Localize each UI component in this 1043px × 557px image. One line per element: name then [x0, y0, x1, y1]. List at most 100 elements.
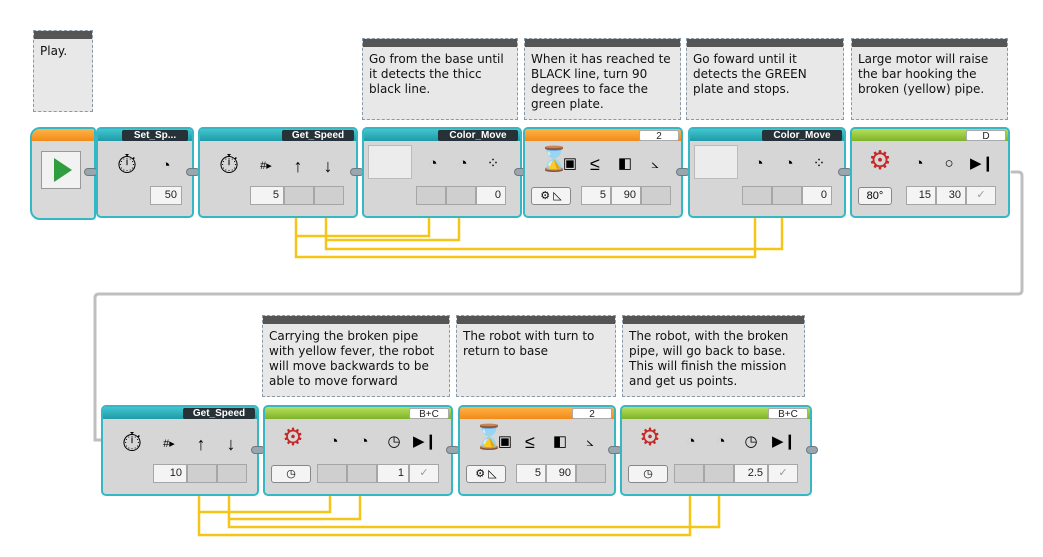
- input-slot[interactable]: [416, 186, 446, 205]
- stopwatch-icon: ⏱: [121, 427, 143, 457]
- comment-large-motor[interactable]: Large motor will raise the bar hooking t…: [851, 38, 1008, 120]
- get-speed-block[interactable]: Get_Speed ⏱ #▸ ↑ ↓ 5: [198, 127, 358, 218]
- gyro-sensor-icon: ▣: [562, 155, 578, 172]
- brake-checkbox[interactable]: ✓: [409, 464, 439, 483]
- seconds-icon: ◷: [387, 433, 401, 450]
- comment-carrying-pipe[interactable]: Carrying the broken pipe with yellow fev…: [262, 315, 450, 397]
- large-motor-block[interactable]: D ⚙ ◔ ○ ▶❙ 80° 15 30 ✓: [850, 127, 1010, 218]
- input-slot[interactable]: [704, 464, 734, 483]
- color-input[interactable]: 0: [476, 186, 506, 205]
- rotation-icon: ○: [944, 155, 954, 172]
- speed-unknown-icon: ◔: [754, 155, 764, 172]
- output-plug[interactable]: [576, 464, 606, 483]
- comment-text: Large motor will raise the bar hooking t…: [858, 52, 989, 96]
- output-plug-down[interactable]: [217, 464, 247, 483]
- mode-selector-button[interactable]: 80°: [858, 187, 892, 205]
- speed-input[interactable]: 50: [150, 186, 182, 205]
- comment-turn-return[interactable]: The robot with turn to return to base: [456, 315, 616, 397]
- number-input[interactable]: 10: [153, 464, 187, 483]
- port-label[interactable]: 2: [639, 130, 679, 142]
- threshold-icon: ◧: [552, 433, 568, 450]
- color-move-block-2[interactable]: Color_Move ◔ ◔ ⁘ 0: [688, 127, 846, 218]
- comparison-input[interactable]: 5: [516, 464, 546, 483]
- comment-text: Carrying the broken pipe with yellow fev…: [269, 329, 435, 388]
- less-equal-icon: ≤: [590, 154, 600, 174]
- degrees-input[interactable]: 30: [936, 186, 966, 205]
- brake-icon: ▶❙: [772, 433, 797, 450]
- get-speed-block[interactable]: Get_Speed ⏱ #▸ ↑ ↓ 10: [101, 405, 259, 496]
- less-equal-icon: ≤: [525, 432, 535, 452]
- seconds-icon: ◷: [744, 433, 758, 450]
- wait-gyro-block[interactable]: 2 ⌛ ▣ ≤ ◧ ⦣ ⚙ ◺ 5 90: [523, 127, 683, 218]
- angle-icon: ⦣: [586, 434, 594, 449]
- right-power-icon: ◔: [716, 433, 726, 450]
- input-slot[interactable]: [674, 464, 704, 483]
- comment-go-from-base[interactable]: Go from the base until it detects the th…: [362, 38, 518, 120]
- block-label: Get_Speed: [183, 408, 255, 419]
- wait-gyro-block[interactable]: 2 ⌛ ▣ ≤ ◧ ⦣ ⚙ ◺ 5 90: [458, 405, 616, 496]
- seconds-input[interactable]: 2.5: [734, 464, 768, 483]
- play-icon[interactable]: [41, 151, 81, 189]
- seconds-input[interactable]: 1: [377, 464, 409, 483]
- arrow-up-icon: ↑: [196, 434, 206, 454]
- move-tank-block-2[interactable]: B+C ⚙ ◔ ◔ ◷ ▶❙ ◷ 2.5 ✓: [620, 405, 812, 496]
- color-move-block-1[interactable]: Color_Move ◔ ◔ ⁘ 0: [362, 127, 522, 218]
- sequence-end-plug: [806, 446, 818, 454]
- mode-selector-button[interactable]: ⚙ ◺: [531, 187, 571, 205]
- comment-go-forward-green[interactable]: Go foward until it detects the GREEN pla…: [686, 38, 844, 120]
- comment-black-line-turn[interactable]: When it has reached te BLACK line, turn …: [524, 38, 681, 120]
- hourglass-icon: ⌛: [474, 424, 504, 451]
- data-wires-row1: [294, 208, 784, 259]
- brake-icon: ▶❙: [970, 155, 995, 172]
- brake-checkbox[interactable]: ✓: [768, 464, 798, 483]
- set-speed-block[interactable]: Set_Sp... ⏱ ◔ 50: [96, 127, 194, 218]
- brake-checkbox[interactable]: ✓: [966, 186, 996, 205]
- comment-back-to-base[interactable]: The robot, with the broken pipe, will go…: [622, 315, 805, 397]
- comment-text: When it has reached te BLACK line, turn …: [531, 52, 671, 111]
- color-dots-icon: ⁘: [812, 155, 826, 172]
- arrow-down-icon: ↓: [323, 156, 333, 176]
- threshold-input[interactable]: 90: [611, 186, 641, 205]
- mode-selector-button[interactable]: ⚙ ◺: [466, 465, 506, 483]
- comment-text: The robot, with the broken pipe, will go…: [629, 329, 789, 388]
- power-gauge-icon: ◔: [914, 155, 924, 172]
- input-slot[interactable]: [347, 464, 377, 483]
- port-label[interactable]: D: [966, 130, 1006, 142]
- angle-icon: ⦣: [651, 156, 659, 171]
- color-dots-icon: ⁘: [486, 155, 500, 172]
- comment-text: The robot with turn to return to base: [463, 329, 595, 358]
- right-power-icon: ◔: [359, 433, 369, 450]
- input-slot[interactable]: [742, 186, 772, 205]
- mode-selector-button[interactable]: ◷: [628, 465, 668, 483]
- input-slot[interactable]: [446, 186, 476, 205]
- comparison-input[interactable]: 5: [581, 186, 611, 205]
- output-plug[interactable]: [641, 186, 671, 205]
- color-input[interactable]: 0: [802, 186, 832, 205]
- mode-selector-button[interactable]: ◷: [271, 465, 311, 483]
- port-label[interactable]: B+C: [409, 408, 449, 420]
- left-power-icon: ◔: [329, 433, 339, 450]
- power-input[interactable]: 15: [906, 186, 936, 205]
- port-label[interactable]: B+C: [768, 408, 808, 420]
- output-plug-up[interactable]: [284, 186, 314, 205]
- output-plug-up[interactable]: [187, 464, 217, 483]
- number-input[interactable]: 5: [250, 186, 284, 205]
- stopwatch-icon: ⏱: [218, 149, 240, 179]
- output-plug-down[interactable]: [314, 186, 344, 205]
- left-power-icon: ◔: [686, 433, 696, 450]
- input-slot[interactable]: [772, 186, 802, 205]
- comment-play[interactable]: Play.: [33, 30, 93, 112]
- data-wires-row2: [197, 486, 721, 537]
- input-slot[interactable]: [317, 464, 347, 483]
- arrow-down-icon: ↓: [226, 434, 236, 454]
- block-label: Set_Sp...: [122, 130, 188, 141]
- threshold-input[interactable]: 90: [546, 464, 576, 483]
- large-motor-icon: ⚙: [868, 145, 892, 175]
- speed-unknown-icon: ◔: [428, 155, 438, 172]
- port-label[interactable]: 2: [572, 408, 612, 420]
- move-tank-block-1[interactable]: B+C ⚙ ◔ ◔ ◷ ▶❙ ◷ 1 ✓: [263, 405, 453, 496]
- sequence-wire: [93, 170, 1024, 442]
- speed-unknown-icon: ◔: [784, 155, 794, 172]
- brake-icon: ▶❙: [413, 433, 438, 450]
